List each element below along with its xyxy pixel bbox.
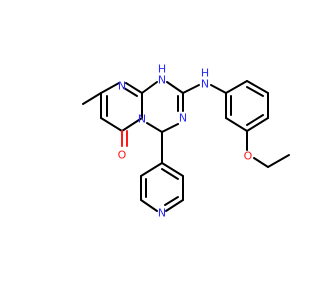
bond-py-4 bbox=[165, 199, 184, 212]
bond-c-n-pyrimidine bbox=[100, 82, 120, 94]
bond-ph-4-double bbox=[246, 114, 264, 126]
bond-co-nbridge bbox=[121, 117, 143, 132]
bond-nh-phenyl bbox=[210, 84, 227, 94]
bond-ch-co bbox=[100, 117, 123, 132]
bond-py-1 bbox=[140, 162, 163, 177]
atom-n-triazine: N bbox=[179, 112, 187, 125]
bond-py-2-double bbox=[161, 168, 179, 180]
bond-nh-cguan bbox=[166, 81, 184, 94]
bond-ch-nbridge bbox=[146, 122, 163, 133]
bond-ph-4 bbox=[246, 117, 269, 132]
bond-ph-5 bbox=[225, 117, 248, 132]
bond-n-ch bbox=[161, 123, 179, 133]
bond-ch2-ch3 bbox=[267, 154, 290, 168]
atom-n-bridge: N bbox=[138, 113, 146, 126]
atom-o-carbonyl: O bbox=[118, 149, 127, 162]
bonds bbox=[82, 80, 290, 212]
bond-py-2 bbox=[161, 162, 184, 177]
atom-h-amine: H bbox=[201, 67, 209, 80]
atom-n-pyrimidine: N bbox=[118, 80, 126, 93]
atom-n-pyridine: N bbox=[158, 207, 166, 220]
bond-cguan-nh bbox=[182, 84, 200, 94]
atom-labels: N N H N H N N O O N bbox=[118, 63, 253, 220]
bond-cfused-nh bbox=[141, 81, 158, 94]
bond-ph-2 bbox=[246, 80, 269, 94]
bond-cfused-n-double bbox=[123, 87, 138, 97]
bond-ph-1 bbox=[225, 80, 248, 94]
bond-cfused-n bbox=[125, 82, 143, 94]
bond-py-5 bbox=[140, 199, 158, 212]
atom-h-ring: H bbox=[158, 63, 166, 76]
atom-n-ring: N bbox=[158, 74, 166, 87]
bond-o-ch2 bbox=[253, 157, 269, 168]
bond-ph-2-double bbox=[246, 86, 264, 97]
bond-methyl bbox=[82, 92, 102, 105]
atom-n-amine: N bbox=[201, 78, 209, 91]
molecule-diagram: N N H N H N N O O N bbox=[82, 63, 290, 220]
bond-py-4-double bbox=[164, 196, 179, 206]
atom-o-ether: O bbox=[244, 150, 253, 163]
